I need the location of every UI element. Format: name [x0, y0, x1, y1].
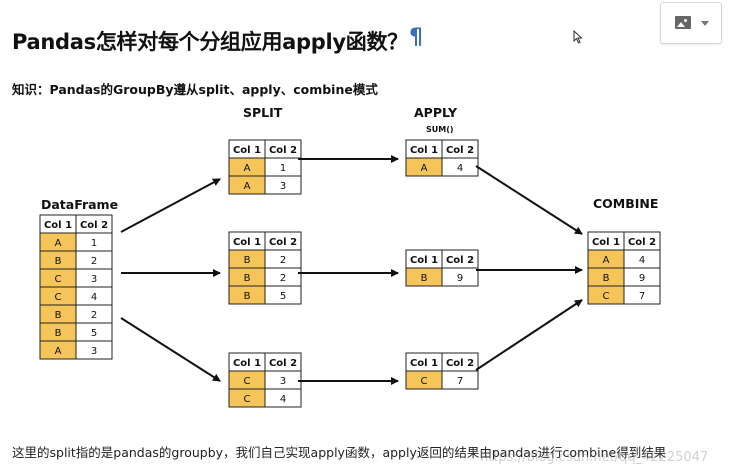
value-cell	[264, 388, 302, 408]
key-text: C	[244, 376, 251, 387]
value-text: 5	[91, 328, 97, 339]
image-icon	[675, 16, 691, 29]
value-text: 7	[639, 291, 645, 302]
value-text: 3	[280, 376, 286, 387]
key-text: A	[55, 346, 62, 357]
column-header: Col 1	[233, 237, 261, 248]
column-header: Col 2	[80, 220, 108, 231]
value-cell	[75, 340, 113, 360]
apply-table-1: Col 1 Col 2 B 9	[405, 249, 479, 287]
key-text: C	[421, 376, 428, 387]
key-text: B	[603, 273, 610, 284]
arrow-apply-to-combine-a	[475, 165, 583, 235]
value-text: 9	[639, 273, 645, 284]
column-header: Col 2	[269, 145, 297, 156]
section-subtitle: 知识：Pandas的GroupBy遵从split、apply、combine模式	[12, 82, 378, 97]
column-header: Col 2	[446, 255, 474, 266]
value-text: 4	[639, 255, 645, 266]
split-label: SPLIT	[243, 105, 283, 120]
value-text: 3	[91, 274, 97, 285]
key-text: B	[244, 255, 251, 266]
column-header: Col 1	[233, 358, 261, 369]
key-text: C	[603, 291, 610, 302]
combine-table: Col 1 Col 2 A 4B 9C 7	[587, 231, 661, 305]
value-text: 9	[457, 273, 463, 284]
value-text: 1	[91, 238, 97, 249]
key-text: C	[55, 274, 62, 285]
apply-label: APPLY	[414, 105, 458, 120]
key-text: A	[244, 163, 251, 174]
value-text: 4	[91, 292, 97, 303]
value-text: 3	[91, 346, 97, 357]
value-text: 5	[280, 291, 286, 302]
key-text: C	[244, 394, 251, 405]
key-text: B	[244, 273, 251, 284]
key-text: B	[244, 291, 251, 302]
combine-label: COMBINE	[593, 196, 658, 211]
column-header: Col 1	[592, 237, 620, 248]
value-cell	[264, 175, 302, 195]
key-text: B	[421, 273, 428, 284]
value-cell	[441, 370, 479, 390]
column-header: Col 2	[446, 145, 474, 156]
mouse-cursor-icon	[573, 30, 583, 44]
value-text: 1	[280, 163, 286, 174]
watermark-text: https://blog.csdn.net/qq_42225047	[480, 450, 709, 465]
column-header: Col 2	[628, 237, 656, 248]
value-text: 2	[280, 273, 286, 284]
column-header: Col 1	[44, 220, 72, 231]
column-header: Col 1	[410, 145, 438, 156]
pilcrow-anchor-link[interactable]: ¶	[409, 25, 423, 50]
value-text: 7	[457, 376, 463, 387]
key-text: A	[421, 163, 428, 174]
value-text: 3	[280, 181, 286, 192]
apply-table-0: Col 1 Col 2 A 4	[405, 139, 479, 177]
footer-note: 这里的split指的是pandas的groupby，我们自己实现apply函数，…	[12, 445, 667, 460]
key-text: B	[55, 310, 62, 321]
value-text: 4	[457, 163, 463, 174]
column-header: Col 1	[410, 255, 438, 266]
key-text: A	[55, 238, 62, 249]
key-text: C	[55, 292, 62, 303]
value-cell	[264, 285, 302, 305]
arrow-df-to-split-a	[120, 178, 221, 233]
dataframe-label: DataFrame	[41, 197, 118, 212]
key-text: A	[244, 181, 251, 192]
apply-function-label: SUM()	[426, 125, 454, 134]
column-header: Col 2	[269, 237, 297, 248]
apply-table-2: Col 1 Col 2 C 7	[405, 352, 479, 390]
key-text: B	[55, 256, 62, 267]
column-header: Col 2	[446, 358, 474, 369]
value-text: 2	[91, 310, 97, 321]
value-cell	[441, 267, 479, 287]
chevron-down-icon	[701, 21, 709, 26]
value-text: 2	[91, 256, 97, 267]
arrow-df-to-split-c	[120, 317, 221, 382]
image-insert-button[interactable]	[660, 2, 722, 44]
column-header: Col 2	[269, 358, 297, 369]
key-text: B	[55, 328, 62, 339]
column-header: Col 1	[410, 358, 438, 369]
page-title: Pandas怎样对每个分组应用apply函数？	[12, 30, 408, 54]
arrow-apply-to-combine-c	[475, 299, 583, 371]
column-header: Col 1	[233, 145, 261, 156]
key-text: A	[603, 255, 610, 266]
value-cell	[623, 285, 661, 305]
value-text: 2	[280, 255, 286, 266]
value-text: 4	[280, 394, 286, 405]
